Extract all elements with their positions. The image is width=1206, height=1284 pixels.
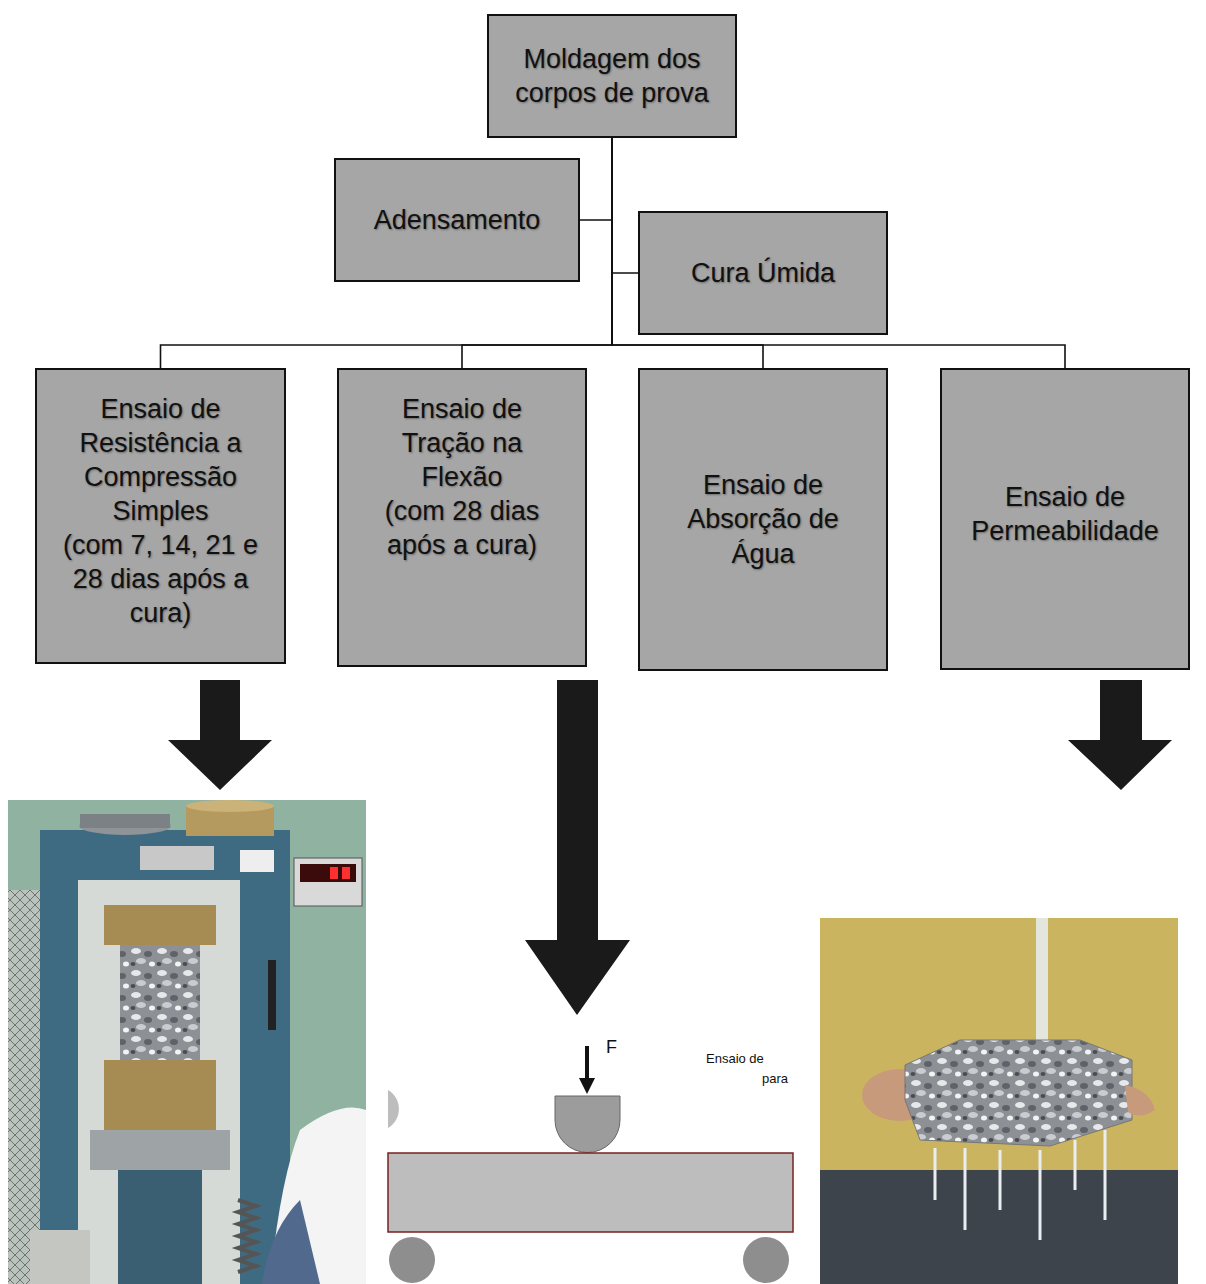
process-box: Cura Úmida <box>638 211 888 335</box>
display-digit <box>342 867 350 879</box>
box-title: Ensaio de Tração na Flexão <box>369 392 555 494</box>
photo-background <box>820 918 1178 1284</box>
figure-label: para <box>762 1072 788 1086</box>
photo-background <box>8 800 366 1284</box>
box-note: (com 7, 14, 21 e 28 dias após a cura) <box>49 528 272 630</box>
process-box: Ensaio de Tração na Flexão(com 28 dias a… <box>337 368 587 667</box>
box-title: Cura Úmida <box>652 256 874 290</box>
connector-line <box>612 138 1065 368</box>
force-arrow <box>585 1046 589 1080</box>
pervious-concrete-block <box>905 1040 1132 1146</box>
digital-display <box>294 858 362 906</box>
process-box: Ensaio de Absorção de Água <box>638 368 888 671</box>
flexure-test-schematic <box>388 1046 793 1283</box>
box-content: Ensaio de Permeabilidade <box>942 480 1188 548</box>
box-title: Moldagem dos corpos de prova <box>501 42 723 110</box>
box-title: Adensamento <box>348 203 566 237</box>
connector-line <box>580 138 612 220</box>
broken-specimen <box>30 1230 90 1284</box>
box-content: Adensamento <box>336 203 578 237</box>
machine-plate <box>240 850 274 872</box>
piston-housing <box>118 1170 202 1284</box>
box-content: Ensaio de Absorção de Água <box>640 468 886 570</box>
figure-label: F <box>606 1038 617 1058</box>
connector-line <box>161 138 613 368</box>
steel-disc <box>80 814 170 828</box>
lower-platen <box>104 1060 216 1130</box>
process-box: Adensamento <box>334 158 580 282</box>
box-title: Ensaio de Absorção de Água <box>670 468 856 570</box>
brass-cylinder-top <box>186 800 274 812</box>
box-note: (com 28 dias após a cura) <box>369 494 555 562</box>
concrete-specimen <box>120 945 200 1060</box>
support-roller <box>389 1237 435 1283</box>
cable <box>268 960 276 1030</box>
machine-opening <box>78 880 240 1284</box>
connector-line <box>612 138 638 273</box>
down-arrow <box>525 680 630 1015</box>
down-arrow <box>1068 680 1172 790</box>
spring <box>238 1200 256 1272</box>
box-content: Moldagem dos corpos de prova <box>489 42 735 110</box>
water-stream <box>1036 918 1048 1048</box>
upper-platen <box>104 905 216 945</box>
compression-machine-photo <box>8 800 366 1284</box>
display-digit <box>330 867 338 879</box>
box-content: Cura Úmida <box>640 256 886 290</box>
loading-punch <box>555 1096 620 1153</box>
machine-frame <box>40 830 290 1284</box>
support-roller <box>743 1237 789 1283</box>
loading-stage <box>90 1130 230 1170</box>
process-box: Ensaio de Permeabilidade <box>940 368 1190 670</box>
machine-plate <box>140 846 214 870</box>
box-title: Ensaio de Resistência a Compressão Simpl… <box>49 392 272 528</box>
display-screen <box>300 864 356 882</box>
test-beam <box>388 1153 793 1232</box>
cropped-roller <box>388 1090 399 1128</box>
jeans <box>262 1200 320 1284</box>
permeability-photo <box>820 918 1178 1284</box>
box-content: Ensaio de Tração na Flexão(com 28 dias a… <box>339 392 585 562</box>
force-arrowhead <box>579 1078 595 1094</box>
down-arrow <box>168 680 272 790</box>
box-content: Ensaio de Resistência a Compressão Simpl… <box>37 392 284 630</box>
thumb <box>1125 1085 1155 1116</box>
process-box: Ensaio de Resistência a Compressão Simpl… <box>35 368 286 664</box>
water-drips <box>935 1130 1105 1240</box>
process-box: Moldagem dos corpos de prova <box>487 14 737 138</box>
box-title: Ensaio de Permeabilidade <box>950 480 1180 548</box>
figure-label: Ensaio de <box>706 1052 764 1066</box>
